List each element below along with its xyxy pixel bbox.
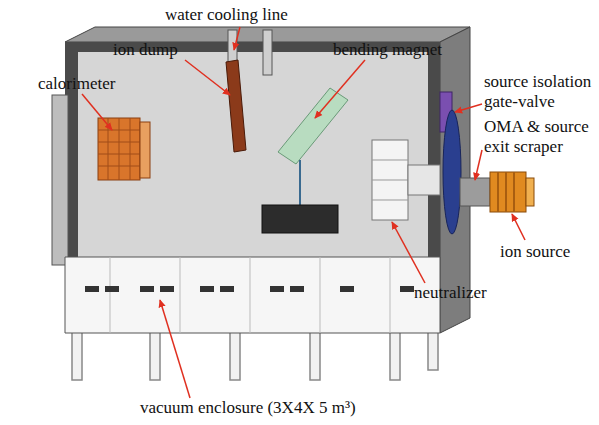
part-label: bending magnet: [333, 40, 442, 60]
part-label: ion source: [500, 242, 570, 262]
enclosure-interior: [78, 52, 428, 257]
magnet-stand: [262, 205, 338, 233]
leader-lines: [82, 27, 525, 398]
front-panel: [65, 257, 440, 333]
exit-scraper-part: [460, 178, 490, 206]
part-label: ion dump: [113, 40, 178, 60]
calorimeter-part: [98, 118, 150, 180]
ion-dump-part: [226, 60, 246, 152]
ion-source-part: [490, 172, 534, 212]
part-label: OMA & source exit scraper: [484, 117, 596, 157]
part-label: neutralizer: [414, 283, 487, 303]
end-flange: [52, 95, 68, 265]
part-label: vacuum enclosure (3X4X 5 m³): [140, 398, 356, 418]
enclosure-frame: [65, 42, 440, 333]
part-label: source isolation gate-valve: [484, 72, 596, 112]
neutralizer-part: [372, 140, 440, 220]
panel-slots: [85, 286, 414, 292]
part-label: calorimeter: [38, 74, 115, 94]
door-flange: [443, 110, 461, 234]
bending-magnet-part: [278, 88, 348, 164]
part-label: water cooling line: [165, 5, 288, 25]
